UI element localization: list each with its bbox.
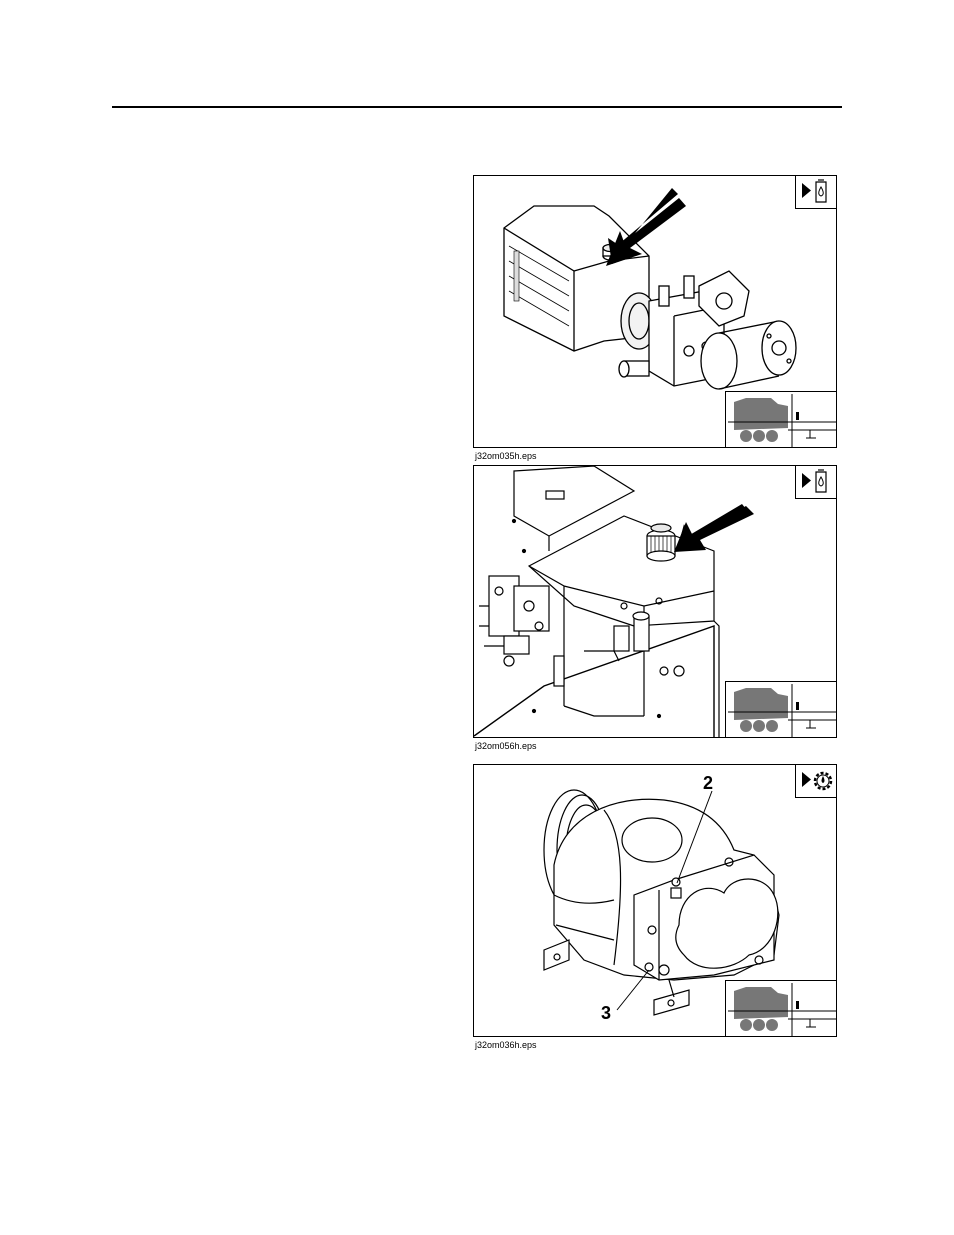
figure-caption: j32om056h.eps (475, 741, 537, 751)
machine-silhouette-icon (726, 392, 837, 448)
machine-location-inset (725, 391, 837, 448)
badge-box (795, 175, 837, 209)
badge-box (795, 764, 837, 798)
callout-label: 3 (601, 1004, 611, 1022)
callout-label: 2 (703, 774, 713, 792)
figure-caption: j32om036h.eps (475, 1040, 537, 1050)
fluid-drop-icon (796, 466, 837, 500)
machine-location-inset (725, 681, 837, 738)
header-rule (112, 106, 842, 108)
figure-hydraulic-power-unit (473, 175, 837, 448)
fluid-drop-icon (796, 176, 837, 210)
machine-silhouette-icon (726, 981, 837, 1037)
machine-location-inset (725, 980, 837, 1037)
badge-box (795, 465, 837, 499)
machine-silhouette-icon (726, 682, 837, 738)
figure-reservoir-filler (473, 465, 837, 738)
figure-blower: 2 3 (473, 764, 837, 1037)
figure-caption: j32om035h.eps (475, 451, 537, 461)
gear-oil-icon (796, 765, 837, 799)
